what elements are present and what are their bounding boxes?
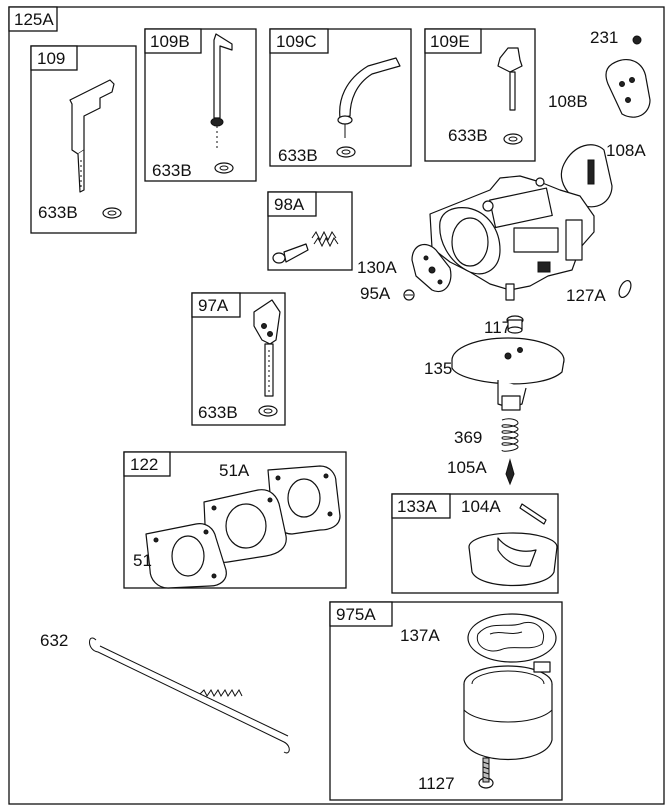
kit-133a: 133A 104A	[391, 493, 559, 594]
kit-109-label: 109	[37, 49, 65, 68]
idle-screw-98a-part	[272, 230, 339, 264]
spring-369-icon	[501, 418, 519, 452]
washer-109c-label: 633B	[278, 146, 318, 165]
kit-122: 122 51A 51	[123, 451, 347, 589]
main-kit-label: 125A	[14, 10, 54, 29]
washer-109c-icon	[336, 146, 356, 158]
main-kit-tab	[8, 6, 58, 32]
kit-122-label: 122	[130, 455, 158, 474]
float-135-label: 135	[424, 359, 452, 378]
bowl-gasket-137a-icon	[467, 613, 557, 663]
float-133a-part	[468, 532, 558, 586]
kit-109c: 109C 633B	[269, 28, 412, 167]
carburetor-body-part	[429, 175, 595, 301]
washer-97a-label: 633B	[198, 403, 238, 422]
washer-109b-label: 633B	[152, 161, 192, 180]
kit-975a: 975A 137A 1127	[329, 601, 563, 801]
pin-104a-label: 104A	[461, 497, 501, 516]
throttle-shaft-109-part	[69, 79, 115, 193]
linkage-632-icon	[89, 637, 290, 754]
gasket-108a-icon	[560, 144, 613, 208]
throttle-shaft-109c-part	[337, 57, 401, 138]
gasket-51-part	[145, 523, 227, 589]
governor-lever-97a-part	[253, 299, 281, 397]
washer-109-label: 633B	[38, 203, 78, 222]
kit-109e: 109E 633B	[424, 28, 536, 162]
bowl-screw-1127-icon	[478, 757, 494, 789]
needle-105a-icon	[505, 458, 515, 486]
oring-127a-label: 127A	[566, 286, 606, 305]
part-51-label: 51	[133, 551, 152, 570]
linkage-632-label: 632	[40, 631, 68, 650]
washer-97a-icon	[258, 405, 278, 417]
gasket-130a-icon	[411, 243, 452, 293]
screw-231-icon	[632, 35, 642, 45]
screw-95a-icon	[403, 289, 415, 301]
outer-frame	[8, 6, 665, 805]
kit-109e-label: 109E	[430, 32, 470, 51]
gasket-108a-label: 108A	[606, 141, 646, 160]
screw-95a-label: 95A	[360, 284, 391, 303]
kit-98a-label: 98A	[274, 195, 305, 214]
spring-369-label: 369	[454, 428, 482, 447]
part-51a-label: 51A	[219, 461, 250, 480]
needle-105a-label: 105A	[447, 458, 487, 477]
kit-97a-label: 97A	[198, 296, 229, 315]
kit-109b-label: 109B	[150, 32, 190, 51]
jet-117-label: 117	[484, 318, 511, 337]
kit-975a-label: 975A	[336, 605, 376, 624]
gasket-137a-label: 137A	[400, 626, 440, 645]
choke-plate-108b-icon	[605, 59, 651, 118]
screw-231-label: 231	[590, 28, 618, 47]
kit-109c-label: 109C	[276, 32, 317, 51]
washer-109-icon	[102, 207, 122, 219]
float-135-icon	[451, 337, 565, 411]
kit-133a-label: 133A	[397, 497, 437, 516]
washer-109b-icon	[214, 162, 234, 174]
kit-109: 109 633B	[30, 45, 137, 234]
kit-109b: 109B 633B	[144, 28, 257, 182]
kit-98a: 98A	[267, 191, 353, 271]
gasket-51a-part	[267, 465, 341, 535]
pin-104a-icon	[519, 503, 547, 525]
screw-1127-label: 1127	[418, 774, 455, 793]
washer-109e-label: 633B	[448, 126, 488, 145]
choke-shaft-109e-part	[497, 47, 523, 111]
gasket-130a-label: 130A	[357, 258, 397, 277]
oring-127a-icon	[618, 279, 632, 299]
choke-plate-108b-label: 108B	[548, 92, 588, 111]
float-bowl-975a-part	[463, 661, 553, 761]
jet-117-icon	[506, 315, 524, 334]
washer-109e-icon	[503, 133, 523, 145]
choke-shaft-109b-part	[210, 33, 233, 150]
kit-97a: 97A 633B	[191, 292, 286, 426]
